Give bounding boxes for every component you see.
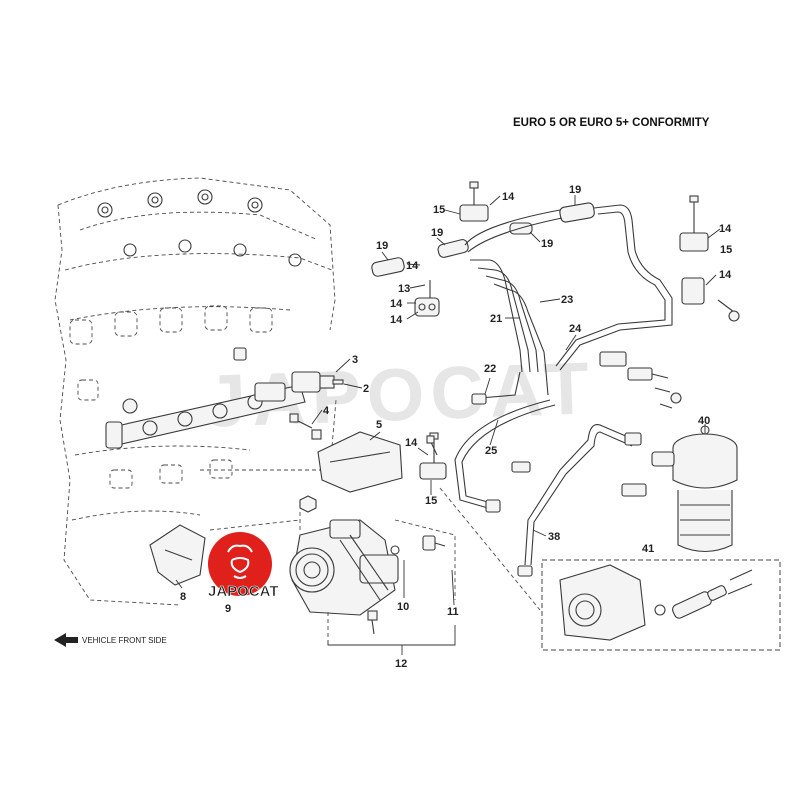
pump-union-bolt <box>422 535 446 551</box>
pump-nut <box>299 495 317 513</box>
pipe-clamp-mid <box>414 280 440 317</box>
inset-box <box>541 559 781 651</box>
vehicle-front-indicator: VEHICLE FRONT SIDE <box>54 633 167 647</box>
arrow-left-icon <box>54 633 78 647</box>
fuel-pipe-38 <box>524 424 642 566</box>
logo-red-circle <box>208 532 272 596</box>
fuel-filter <box>651 425 738 553</box>
leader-lines <box>175 195 721 655</box>
callout-21: 21 <box>490 313 502 325</box>
callout-2: 2 <box>363 383 369 395</box>
callout-14-upper-left: 14 <box>406 260 419 272</box>
inset-injector <box>654 569 753 619</box>
callout-10: 10 <box>397 601 409 613</box>
callout-15-top: 15 <box>433 204 445 216</box>
injection-pipes <box>464 209 563 405</box>
callout-40: 40 <box>698 415 710 427</box>
rail-pressure-sensor <box>291 371 344 393</box>
engine-block <box>54 177 337 606</box>
callout-19-right: 19 <box>541 238 553 250</box>
callout-19-mid: 19 <box>431 227 443 239</box>
hose-connectors <box>371 202 595 277</box>
callout-11: 11 <box>447 606 459 618</box>
callout-14-top: 14 <box>502 191 515 203</box>
callout-12: 12 <box>395 658 407 670</box>
cover-bolt <box>311 429 322 440</box>
callout-14-right-top: 14 <box>719 223 732 235</box>
callout-25: 25 <box>485 445 497 457</box>
pipe-clamp-right <box>679 195 740 322</box>
logo-text: JAPOCAT <box>208 583 279 600</box>
callout-14-mid-b: 14 <box>390 314 403 326</box>
japocat-logo: JAPOCAT <box>208 532 279 600</box>
callout-22: 22 <box>484 363 496 375</box>
callout-41: 41 <box>642 543 654 555</box>
small-bolts <box>426 403 673 456</box>
return-pipe <box>555 204 673 371</box>
callout-14-lower: 14 <box>405 437 418 449</box>
callout-15-right: 15 <box>720 244 732 256</box>
pump-bracket <box>149 524 206 586</box>
callout-14-right-bottom: 14 <box>719 269 732 281</box>
callout-3: 3 <box>352 354 358 366</box>
callout-13: 13 <box>398 283 410 295</box>
callout-19-left: 19 <box>376 240 388 252</box>
feed-pipe <box>454 399 556 513</box>
logo-cat-icon <box>227 544 253 579</box>
rail-bolt <box>289 413 313 429</box>
callout-5: 5 <box>376 419 382 431</box>
callout-15-lower: 15 <box>425 495 437 507</box>
callout-19-top: 19 <box>569 184 581 196</box>
head-bolt-circles <box>97 189 302 267</box>
pipe-clamps-small <box>511 351 682 577</box>
rail-cover <box>317 431 403 493</box>
supply-pump <box>289 519 400 616</box>
diagram-title: EURO 5 OR EURO 5+ CONFORMITY <box>513 117 710 129</box>
callout-24: 24 <box>569 323 582 335</box>
pump-mount-bolt <box>367 610 378 635</box>
callout-4: 4 <box>323 405 330 417</box>
callout-9: 9 <box>225 603 231 615</box>
manifold-ports <box>69 305 273 489</box>
callout-14-mid-a: 14 <box>390 298 403 310</box>
callout-23: 23 <box>561 294 573 306</box>
callout-38: 38 <box>548 531 560 543</box>
pipe-clamp-upper <box>459 181 489 222</box>
common-rail <box>105 382 306 449</box>
vehicle-front-label: VEHICLE FRONT SIDE <box>82 636 167 645</box>
callout-8: 8 <box>180 591 186 603</box>
rail-plug <box>233 347 247 361</box>
callout-labels: 14 15 19 19 19 19 14 15 13 14 14 23 21 2… <box>180 184 732 670</box>
